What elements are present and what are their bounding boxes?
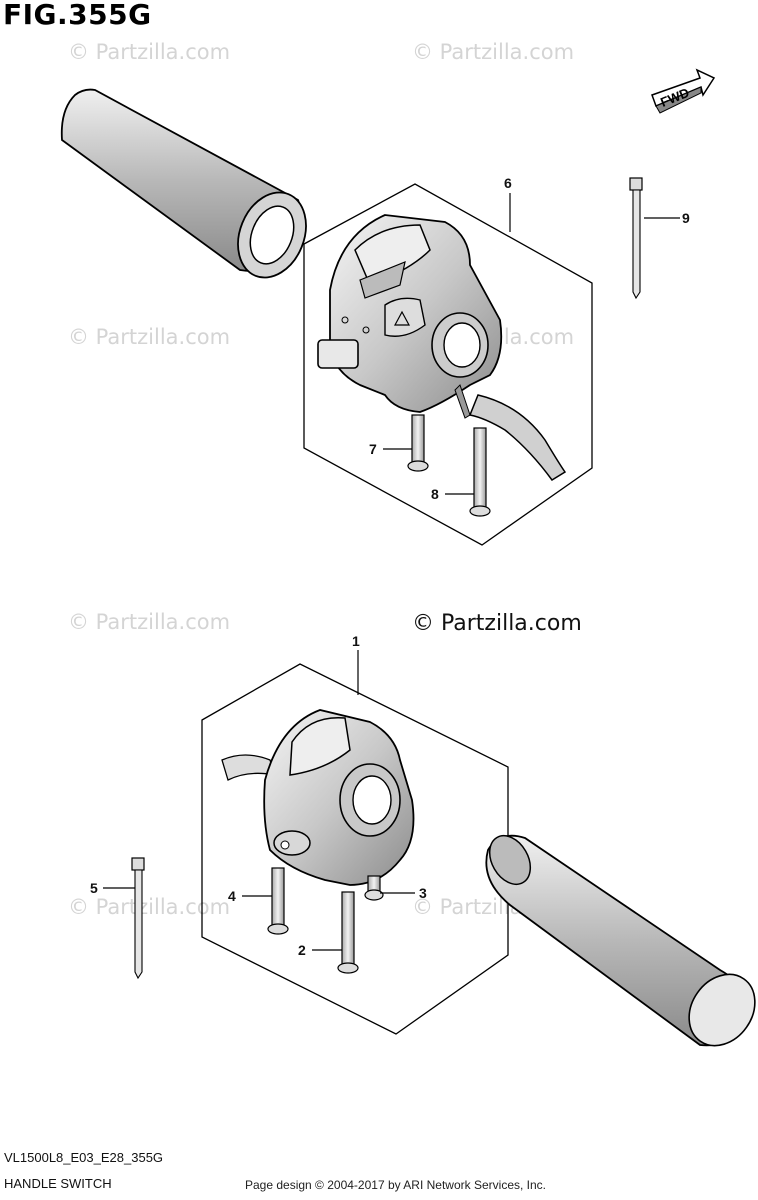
figure-title: FIG.355G	[3, 0, 152, 31]
assembly-outline-upper	[303, 183, 593, 546]
callout-8: 8	[431, 486, 439, 502]
cable-tie-9	[629, 177, 643, 300]
right-grip	[485, 834, 756, 1047]
screw-2	[337, 891, 359, 974]
watermark: © Partzilla.com	[412, 40, 575, 64]
page-footer: Page design © 2004-2017 by ARI Network S…	[245, 1178, 547, 1192]
callout-5: 5	[90, 880, 98, 896]
fwd-arrow-icon: FWD	[651, 68, 716, 114]
right-handle-switch	[317, 214, 567, 482]
left-handle-switch	[221, 709, 415, 886]
left-grip	[60, 88, 307, 279]
cable-tie-5	[131, 857, 145, 980]
screw-4	[267, 867, 289, 935]
leader-lines	[103, 193, 680, 951]
callout-9: 9	[682, 210, 690, 226]
callout-6: 6	[504, 175, 512, 191]
assembly-outline-lower	[201, 663, 509, 1035]
callout-3: 3	[419, 885, 427, 901]
copyright-text: © Partzilla.com	[412, 611, 582, 636]
watermark: © Partzilla.com	[68, 895, 231, 919]
watermark: © Partzilla.com	[68, 40, 231, 64]
watermark: © Partzilla.com	[68, 610, 231, 634]
callout-2: 2	[298, 942, 306, 958]
model-code: VL1500L8_E03_E28_355G	[4, 1150, 164, 1165]
screw-7	[407, 414, 429, 472]
watermark: © Partzilla.com	[68, 325, 231, 349]
screw-3	[364, 875, 384, 901]
screw-8	[469, 427, 491, 517]
callout-1: 1	[352, 633, 360, 649]
callout-7: 7	[369, 441, 377, 457]
section-name: HANDLE SWITCH	[4, 1176, 112, 1191]
callout-4: 4	[228, 888, 236, 904]
